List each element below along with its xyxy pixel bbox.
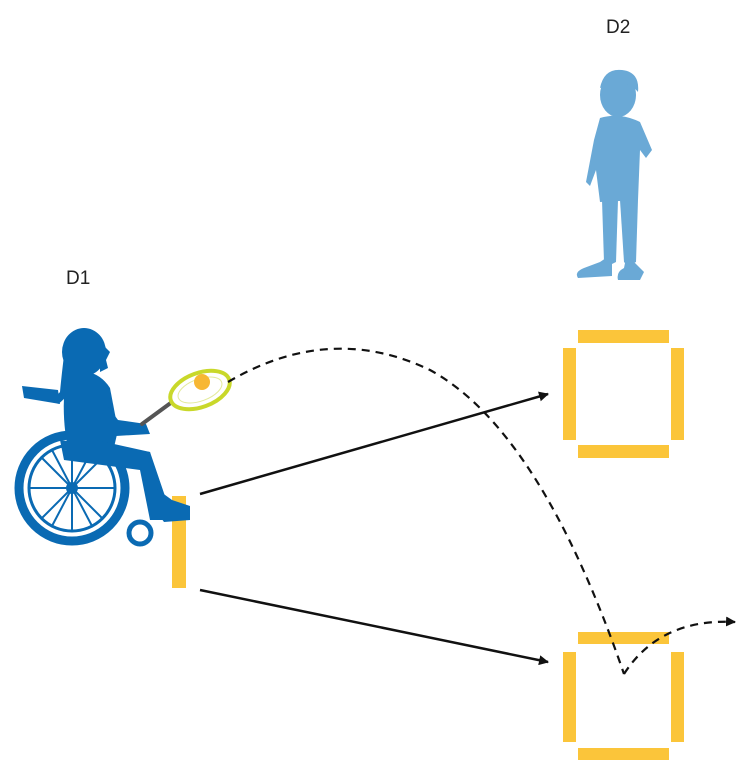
ball-trajectory-path [227,347,626,675]
court-marker-bottom [563,632,684,760]
arrow-to-bottom-marker [199,588,549,666]
label-d1: D1 [66,268,90,289]
tennis-ball-icon [194,374,210,390]
tennis-racket-icon [140,368,232,426]
arrow-to-top-marker [199,391,549,496]
standing-child-icon [576,69,652,280]
wheelchair-tennis-player-icon [14,328,190,547]
ball-bounce-path [623,616,736,675]
label-d2: D2 [606,17,630,38]
court-marker-top [563,330,684,458]
